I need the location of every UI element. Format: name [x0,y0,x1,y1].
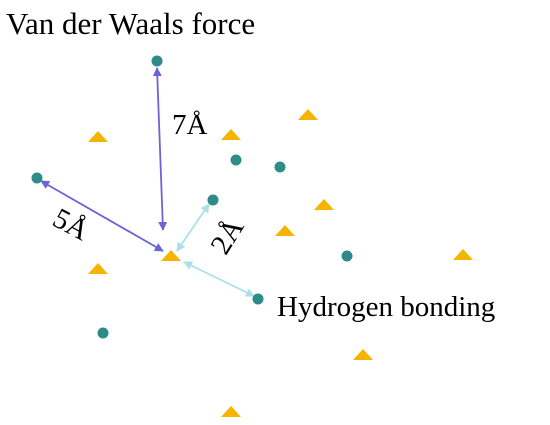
triangle-marker [88,263,108,274]
dot-marker [230,154,242,166]
triangle-marker [221,129,241,140]
triangle-marker [314,199,334,210]
distance-label-5: 5Å [48,202,94,247]
dot-marker [274,161,286,173]
triangle-marker [353,349,373,360]
vdw-arrow-5 [40,180,164,252]
distance-label-7: 7Å [172,109,208,141]
dot-marker [341,250,353,262]
dot-marker [151,55,163,67]
distance-label-2: 2Å [205,213,251,260]
vdw-arrow-7 [152,67,168,231]
dot-marker [97,327,109,339]
triangle-marker [161,250,181,261]
triangle-marker [298,109,318,120]
triangle-marker [88,131,108,142]
diagram-title: Van der Waals force [6,6,255,41]
dot-marker [252,293,264,305]
triangle-marker [453,249,473,260]
hydrogen-bonding-label: Hydrogen bonding [277,291,495,323]
dot-marker [31,172,43,184]
hbond-arrow-2 [176,203,210,252]
triangle-marker [275,225,295,236]
hbond-arrow-4 [183,261,255,297]
triangle-marker [221,406,241,417]
dot-marker [207,194,219,206]
